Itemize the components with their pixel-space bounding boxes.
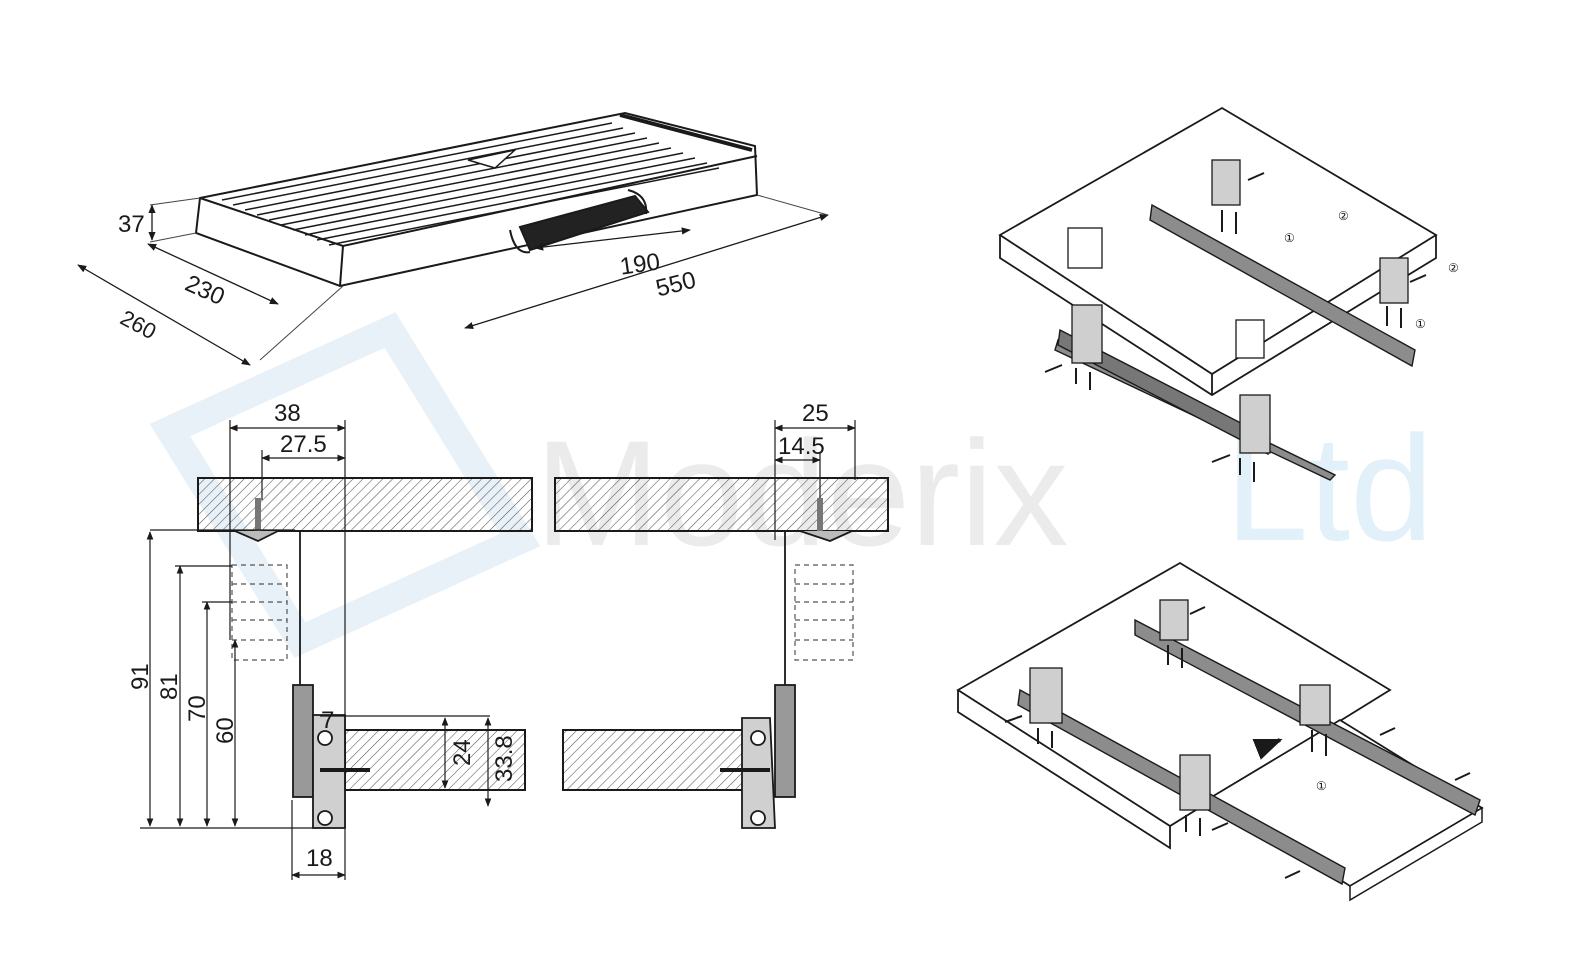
dim-gap: 7 (321, 707, 334, 734)
dim-height-70: 70 (184, 695, 211, 722)
dim-height-81: 81 (156, 673, 183, 700)
top-panel-left (197, 477, 533, 532)
marker-2b: ② (1448, 261, 1459, 275)
section-view (140, 420, 889, 880)
marker-1b: ① (1415, 317, 1426, 331)
dim-height-91: 91 (127, 663, 154, 690)
dim-depth-inner: 230 (181, 270, 229, 311)
watermark-logo (149, 312, 541, 658)
tray-isometric-view (77, 111, 829, 366)
dim-depth-outer: 260 (116, 305, 160, 344)
assembly-view-bottom (956, 561, 1484, 902)
dim-panel: 24 (449, 739, 476, 766)
drawer-panel-left (344, 729, 526, 791)
drawer-panel-right (562, 729, 744, 791)
dim-left-top-inner: 27.5 (280, 431, 327, 458)
dim-left-top-outer: 38 (274, 400, 301, 427)
top-panel-right (554, 477, 889, 532)
dim-height-60: 60 (212, 717, 239, 744)
dim-height: 37 (118, 211, 145, 238)
marker-1c: ① (1316, 779, 1327, 793)
marker-1a: ① (1284, 231, 1295, 245)
dim-thickness: 18 (306, 845, 333, 872)
marker-2a: ② (1338, 209, 1349, 223)
dim-right-top-outer: 25 (802, 400, 829, 427)
dim-handle: 190 (618, 248, 661, 280)
assembly-view-top (998, 106, 1438, 482)
dim-rail: 33.8 (491, 735, 518, 782)
dim-right-top-inner: 14.5 (778, 433, 825, 460)
